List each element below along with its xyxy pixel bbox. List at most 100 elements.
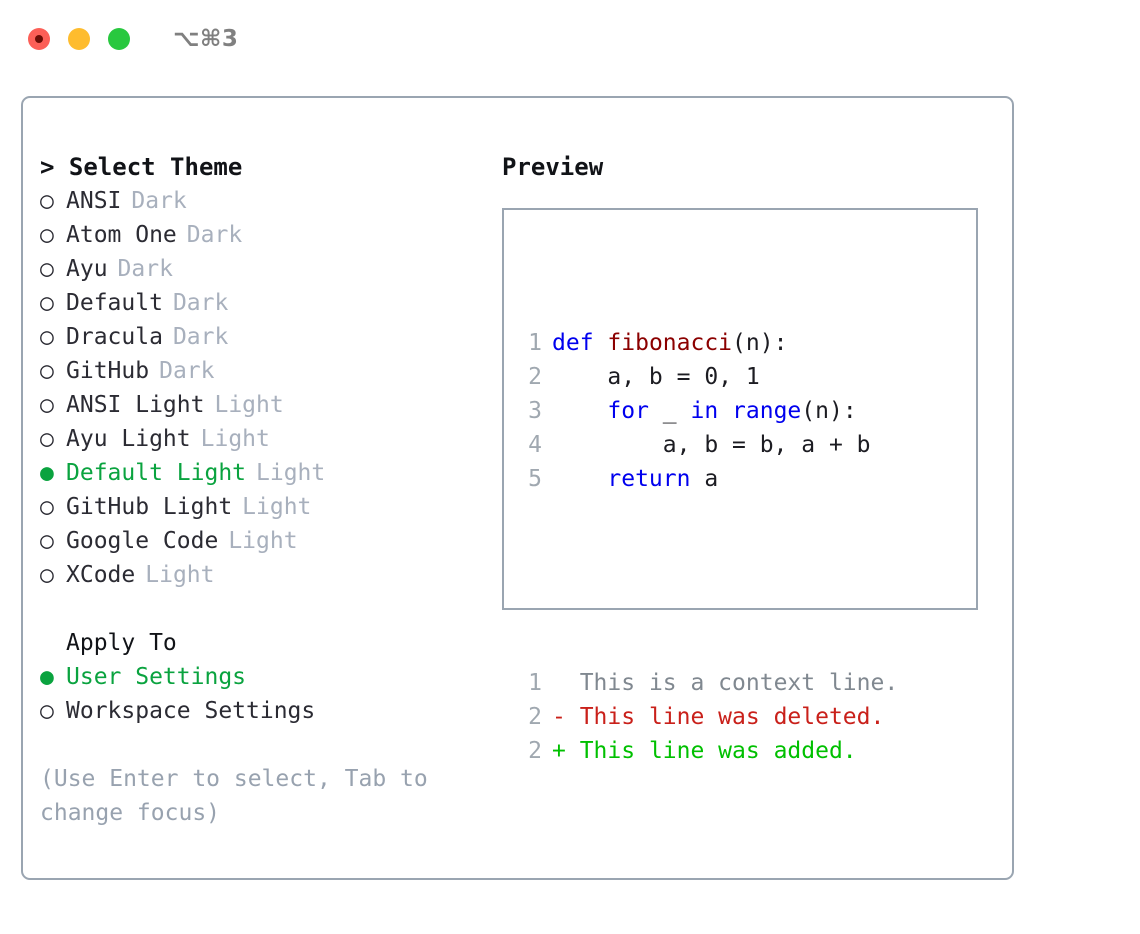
- code-token: [718, 398, 732, 424]
- radio-unselected-icon: ○: [40, 426, 54, 452]
- diff-text: This line was added.: [565, 738, 857, 764]
- code-token: def: [552, 330, 594, 356]
- code-token: for: [607, 398, 649, 424]
- theme-option[interactable]: ● Default Light Light: [40, 456, 490, 490]
- radio-unselected-icon: ○: [40, 358, 54, 384]
- radio-unselected-icon: ○: [40, 494, 54, 520]
- theme-option-label: Default Light: [66, 460, 247, 486]
- traffic-light-buttons: [28, 28, 130, 50]
- radio-unselected-icon: ○: [40, 698, 54, 724]
- diff-text: This is a context line.: [565, 670, 899, 696]
- radio-unselected-icon: ○: [40, 528, 54, 554]
- apply-to-option[interactable]: ○ Workspace Settings: [40, 694, 490, 728]
- theme-option-label: GitHub: [66, 358, 150, 384]
- line-number: 4: [528, 432, 542, 458]
- code-token: (n):: [732, 330, 788, 356]
- select-theme-header: > Select Theme: [40, 153, 243, 181]
- code-line: 1 def fibonacci(n):: [518, 326, 898, 360]
- code-line: 4 a, b = b, a + b: [518, 428, 898, 462]
- apply-to-header: Apply To: [66, 630, 177, 656]
- code-token: a, b = 0, 1: [607, 364, 760, 390]
- code-token: in: [690, 398, 719, 424]
- radio-unselected-icon: ○: [40, 222, 54, 248]
- code-token: fibonacci: [607, 330, 733, 356]
- diff-sign: [552, 670, 566, 696]
- keyboard-hint: (Use Enter to select, Tab to change focu…: [40, 766, 428, 826]
- diff-line: 1 This is a context line.: [518, 666, 898, 700]
- code-token: [594, 330, 608, 356]
- apply-to-list[interactable]: ●User Settings ○ Workspace Settings: [40, 660, 490, 728]
- theme-option-kind: Dark: [117, 256, 173, 282]
- code-line: 2 a, b = 0, 1: [518, 360, 898, 394]
- line-number: 1: [528, 670, 542, 696]
- close-button[interactable]: [28, 28, 50, 50]
- radio-unselected-icon: ○: [40, 392, 54, 418]
- theme-option[interactable]: ○ Ayu Light Light: [40, 422, 490, 456]
- code-token: a, b = b, a + b: [662, 432, 871, 458]
- code-token: return: [607, 466, 691, 492]
- theme-option-label: Default: [66, 290, 163, 316]
- theme-option[interactable]: ○ ANSI Light Light: [40, 388, 490, 422]
- code-line: 3 for _ in range(n):: [518, 394, 898, 428]
- theme-option-label: Google Code: [66, 528, 219, 554]
- line-number: 2: [528, 364, 542, 390]
- zoom-button[interactable]: [108, 28, 130, 50]
- line-number: 3: [528, 398, 542, 424]
- theme-option-kind: Dark: [186, 222, 243, 248]
- theme-option-label: Ayu Light: [66, 426, 191, 452]
- radio-unselected-icon: ○: [40, 562, 54, 588]
- line-number: 2: [528, 738, 542, 764]
- code-indent: [552, 432, 663, 458]
- theme-option[interactable]: ○ Google Code Light: [40, 524, 490, 558]
- theme-option-kind: Light: [256, 460, 326, 486]
- preview-title: Preview: [502, 153, 604, 181]
- radio-unselected-icon: ○: [40, 188, 54, 214]
- theme-option-kind: Light: [200, 426, 270, 452]
- theme-option-kind: Light: [214, 392, 284, 418]
- keyboard-shortcut-label: ⌥⌘3: [173, 26, 239, 52]
- line-number: 1: [528, 330, 542, 356]
- code-token: range: [732, 398, 802, 424]
- theme-option[interactable]: ○ Default Dark: [40, 286, 490, 320]
- theme-option-kind: Dark: [172, 324, 229, 350]
- code-diff-separator: [518, 564, 898, 598]
- theme-option[interactable]: ○ Dracula Dark: [40, 320, 490, 354]
- apply-to-option[interactable]: ●User Settings: [40, 660, 490, 694]
- theme-option-label: ANSI Light: [66, 392, 205, 418]
- radio-unselected-icon: ○: [40, 256, 54, 282]
- theme-option-label: Dracula: [66, 324, 163, 350]
- radio-unselected-icon: ○: [40, 324, 54, 350]
- diff-sign: -: [552, 704, 566, 730]
- minimize-button[interactable]: [68, 28, 90, 50]
- radio-selected-icon: ●: [40, 460, 54, 486]
- theme-option-kind: Light: [145, 562, 215, 588]
- diff-sign: +: [552, 738, 566, 764]
- radio-unselected-icon: ○: [40, 290, 54, 316]
- apply-to-option-label: Workspace Settings: [66, 698, 316, 724]
- code-token: a: [690, 466, 719, 492]
- theme-option-kind: Dark: [131, 188, 187, 214]
- diff-text: This line was deleted.: [565, 704, 885, 730]
- code-token: (n):: [801, 398, 857, 424]
- diff-sample: 1 This is a context line. 2- This line wa…: [518, 666, 898, 768]
- line-number: 2: [528, 704, 542, 730]
- theme-option-kind: Light: [228, 528, 298, 554]
- theme-option-kind: Light: [242, 494, 312, 520]
- line-number: 5: [528, 466, 542, 492]
- code-token: _: [648, 398, 691, 424]
- title-bar: ⌥⌘3: [0, 0, 1140, 78]
- theme-option-kind: Dark: [172, 290, 229, 316]
